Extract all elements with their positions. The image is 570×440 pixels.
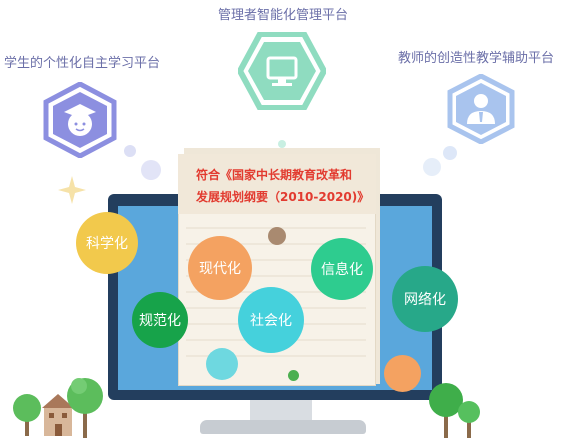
student-hexagon (43, 82, 117, 158)
manager-hexagon (238, 32, 326, 110)
deco-dot (278, 140, 286, 148)
tree-icon (67, 378, 103, 438)
teacher-hexagon (447, 74, 515, 144)
document-title-line2: 发展规划纲要（2010-2020)》 (196, 190, 370, 204)
school-building-icon (42, 394, 74, 436)
deco-dot (288, 370, 299, 381)
deco-dot (124, 145, 136, 157)
deco-dot (423, 158, 441, 176)
bubble-kexue: 科学化 (76, 212, 138, 274)
platform-label-left: 学生的个性化自主学习平台 (4, 56, 161, 71)
graduation-cap-icon (64, 104, 96, 136)
deco-dot (141, 160, 161, 180)
platform-label-top: 管理者智能化管理平台 (218, 8, 349, 23)
deco-dot (384, 355, 421, 392)
bubble-xiandai: 现代化 (188, 236, 252, 300)
tree-icon (429, 383, 463, 438)
bubble-wangluo: 网络化 (392, 266, 458, 332)
bubble-shehui: 社会化 (238, 287, 304, 353)
monitor-base (200, 420, 366, 434)
bubble-guifan: 规范化 (132, 292, 188, 348)
document-header (178, 154, 376, 214)
deco-dot (268, 227, 286, 245)
monitor-icon (266, 56, 298, 86)
deco-dot (206, 348, 238, 380)
monitor-neck (250, 400, 312, 422)
deco-dot (443, 146, 457, 160)
document-title-line1: 符合《国家中长期教育改革和 (196, 168, 353, 182)
platform-label-right: 教师的创造性教学辅助平台 (398, 51, 555, 66)
bubble-xinxi: 信息化 (311, 238, 373, 300)
tree-icon (458, 401, 480, 438)
tree-icon (13, 394, 41, 436)
sparkle-icon (58, 176, 86, 204)
teacher-icon (467, 94, 495, 124)
